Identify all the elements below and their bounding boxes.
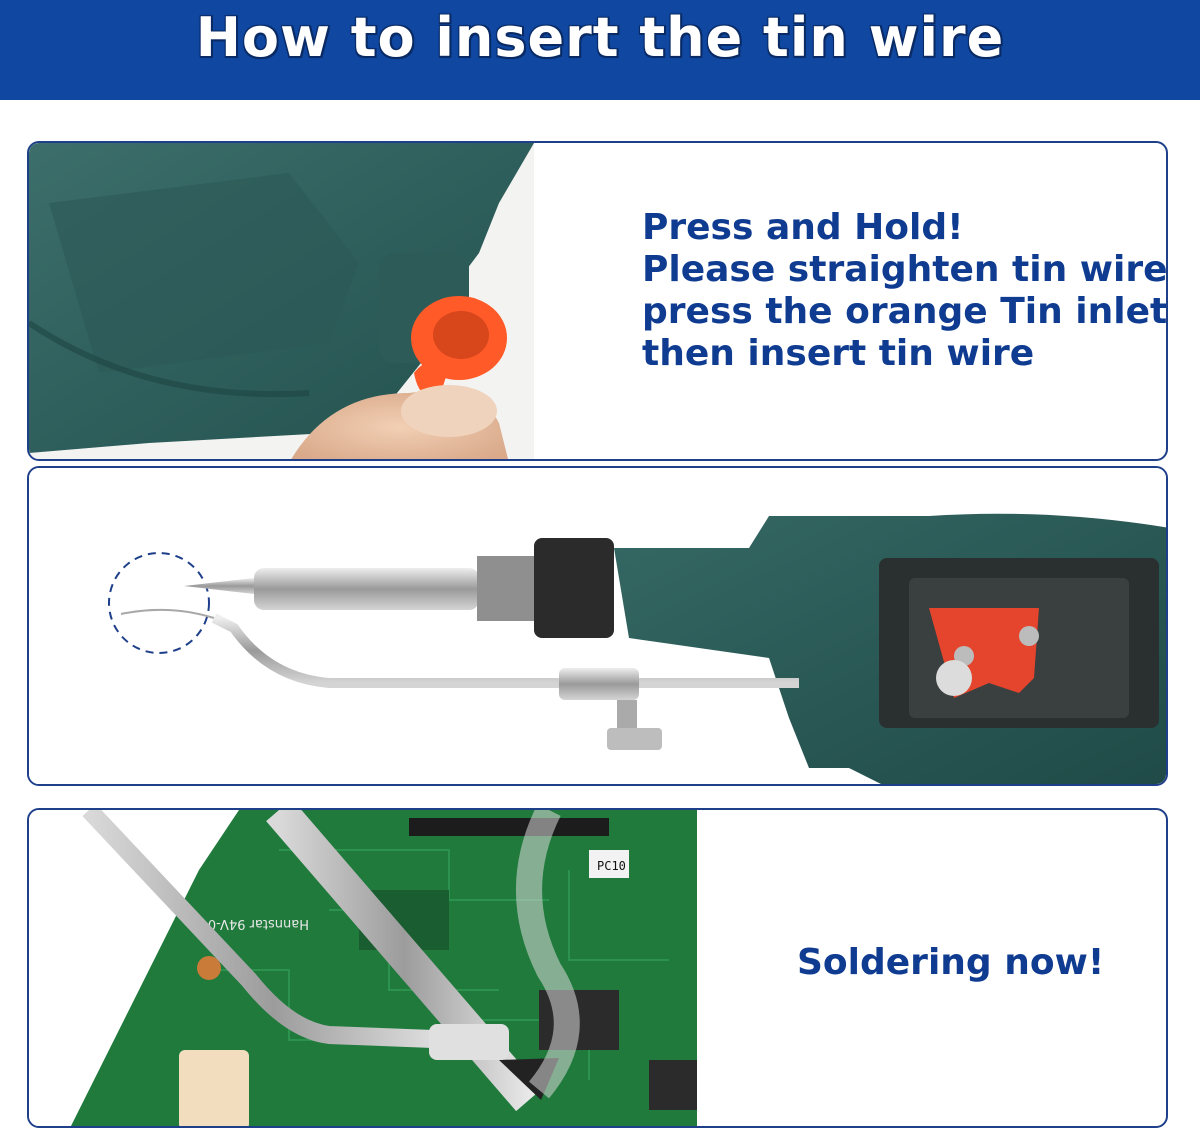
step-panel-3: PC10 Hannstar 94V-0 Soldering now! (27, 808, 1168, 1128)
pcb-label: PC10 (597, 859, 626, 873)
caption-line: Press and Hold! (642, 207, 964, 248)
soldering-iron-wire-feed-photo (29, 468, 1166, 784)
caption-line: press the orange Tin inlet (642, 291, 1168, 332)
step-1-caption: Press and Hold! Please straighten tin wi… (642, 207, 1168, 375)
pcb-soldering-photo: PC10 Hannstar 94V-0 (29, 810, 697, 1126)
step-panel-1: Press and Hold! Please straighten tin wi… (27, 141, 1168, 461)
step-panel-2 (27, 466, 1168, 786)
header-banner: How to insert the tin wire (0, 0, 1200, 100)
caption-line: then insert tin wire (642, 333, 1035, 374)
pcb-brand-label: Hannstar 94V-0 (208, 916, 309, 931)
tin-inlet-press-photo (29, 143, 534, 459)
caption-line: Please straighten tin wire (642, 249, 1168, 290)
step-3-caption: Soldering now! (797, 942, 1105, 983)
page-title: How to insert the tin wire (195, 5, 1005, 69)
